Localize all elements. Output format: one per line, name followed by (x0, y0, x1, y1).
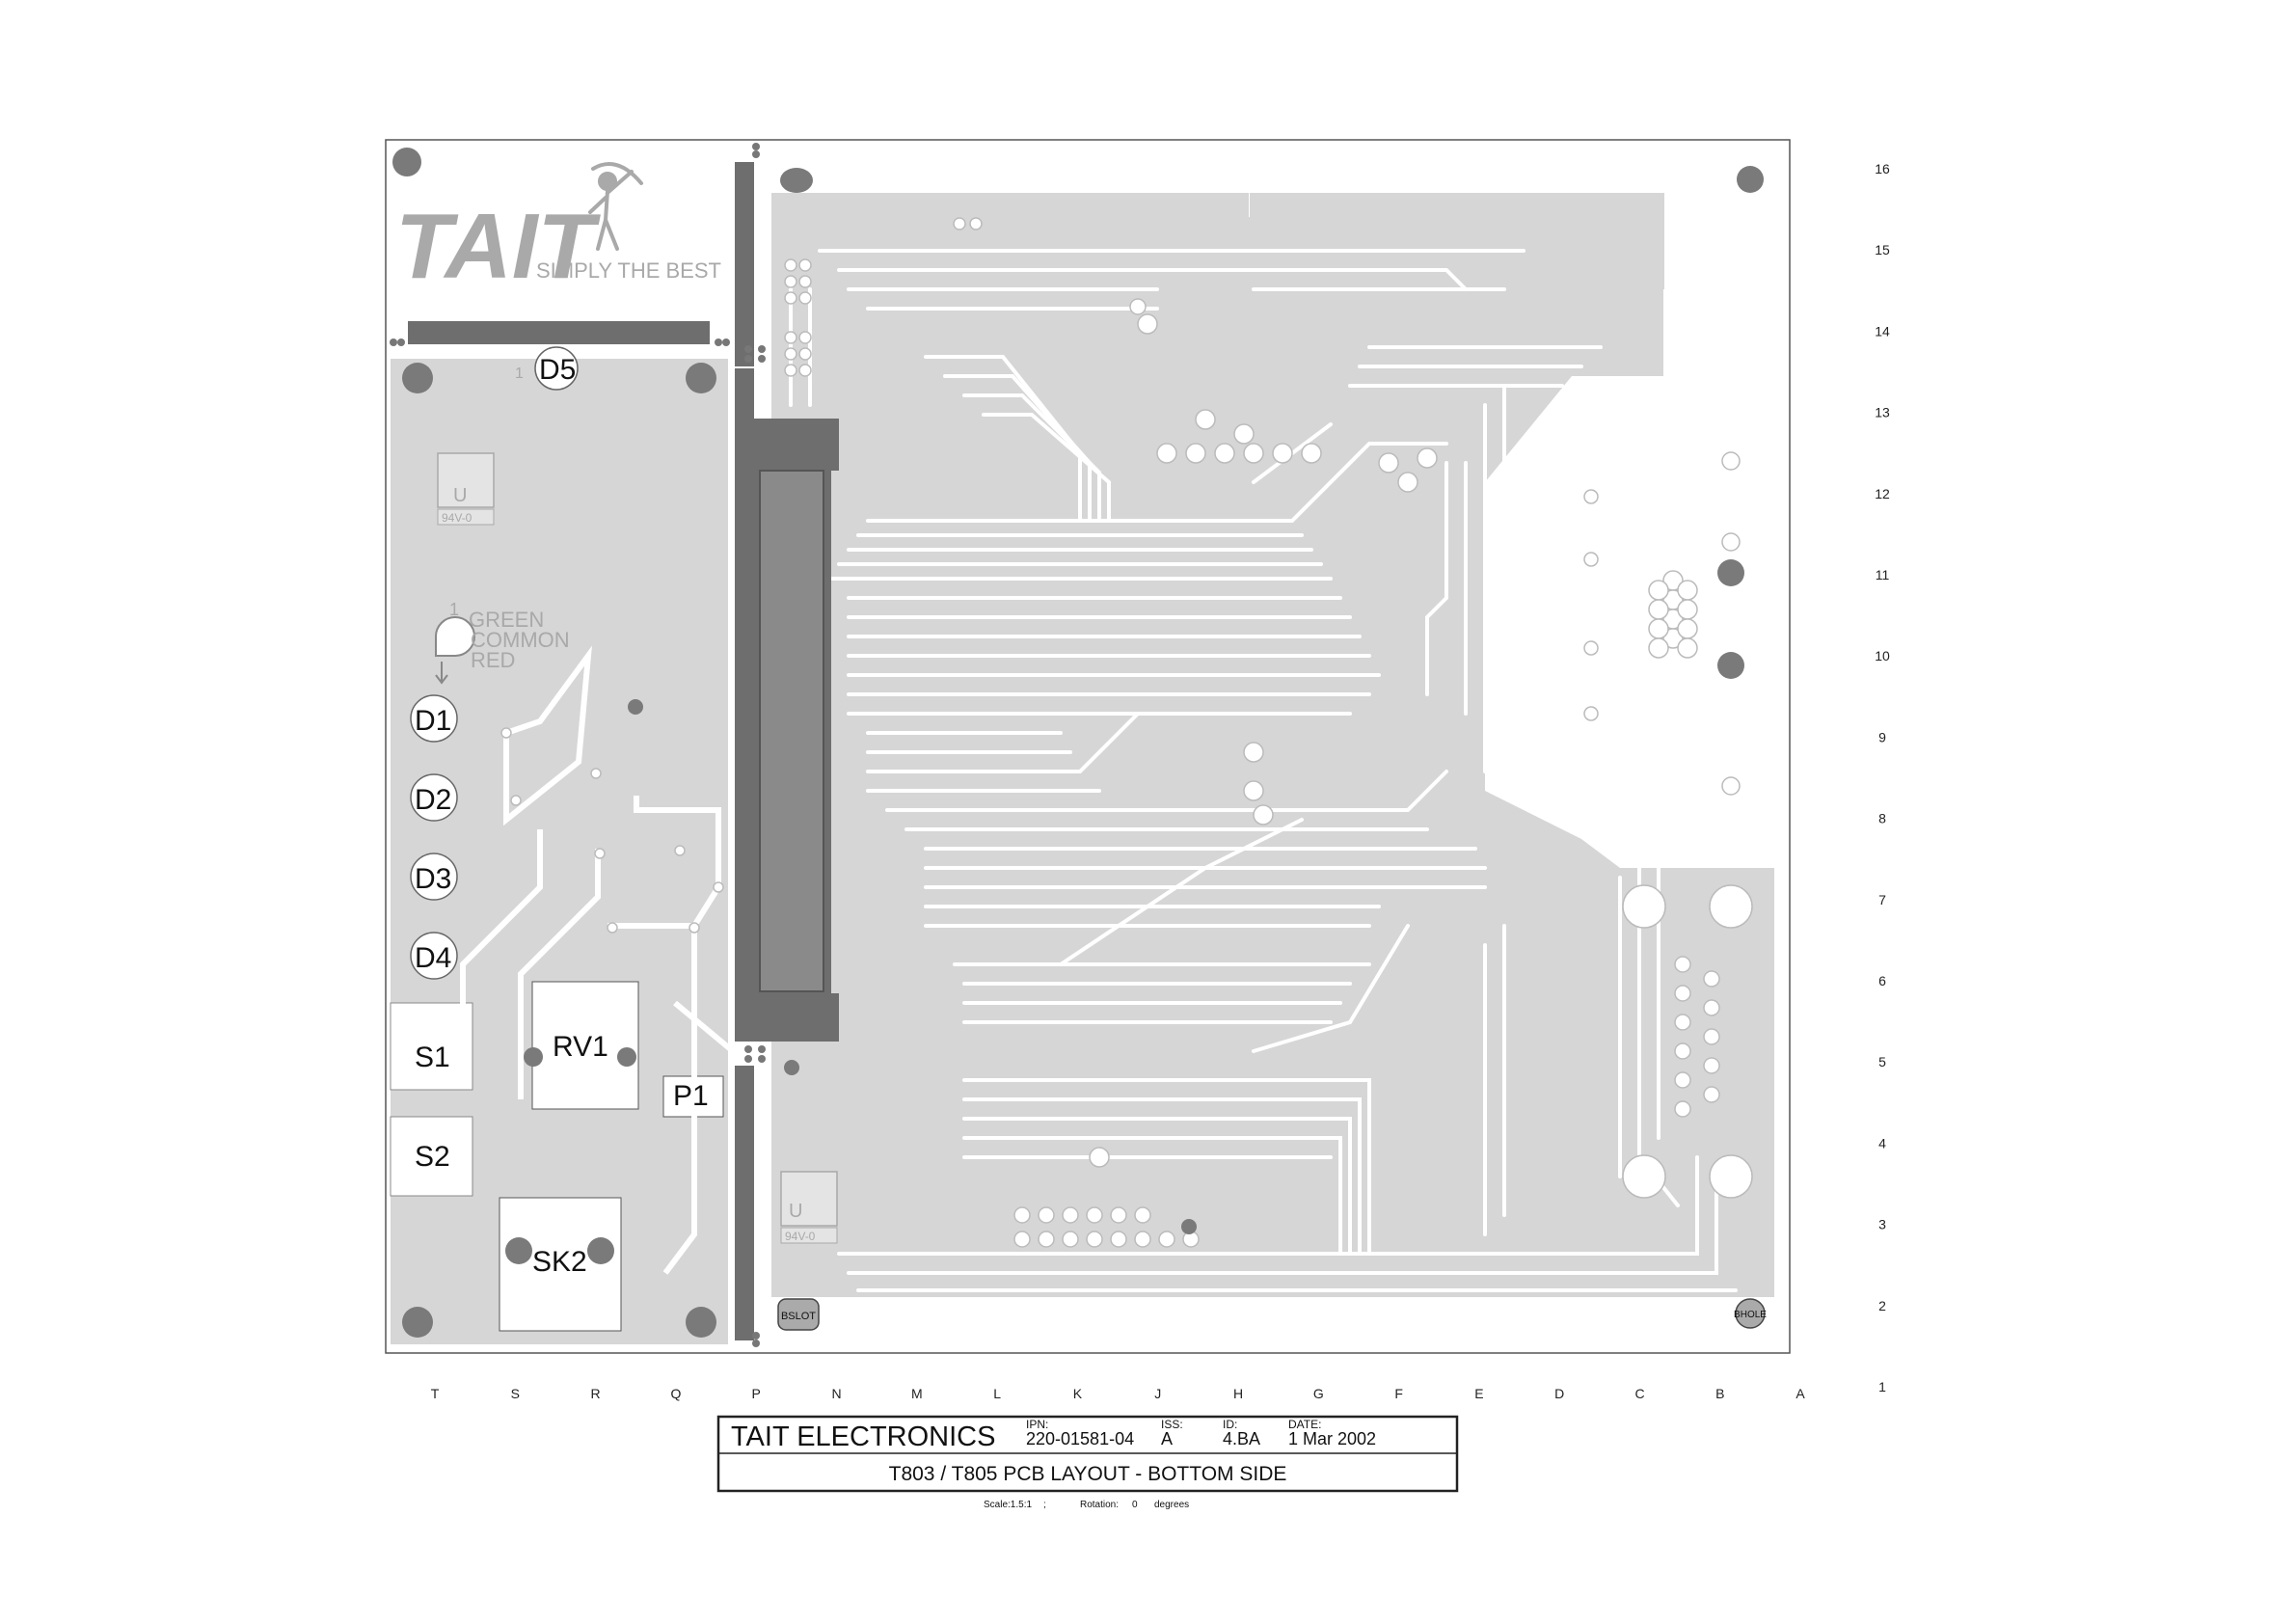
company-name: TAIT ELECTRONICS (731, 1421, 995, 1452)
grid-column-label: Q (670, 1386, 681, 1401)
grid-row-label: 10 (1875, 648, 1890, 663)
grid-column-label: D (1554, 1386, 1564, 1401)
plot-footer: Scale:1.5:1 ; Rotation: 0 degrees (984, 1500, 1189, 1510)
ipn-label: IPN: (1026, 1418, 1048, 1431)
mounting-holes (392, 148, 1764, 1338)
grid-column-label: T (431, 1386, 440, 1401)
grid-row-label: 15 (1875, 242, 1890, 257)
grid-row-label: 7 (1878, 892, 1886, 907)
grid-row-label: 2 (1878, 1298, 1886, 1313)
pin-one-marker: 1 (515, 365, 524, 382)
ipn-value: 220-01581-04 (1026, 1429, 1134, 1448)
header-connector (390, 321, 730, 346)
rating-text: 94V-0 (785, 1230, 816, 1243)
id-value: 4.BA (1223, 1429, 1260, 1448)
rating-text: 94V-0 (442, 511, 472, 525)
grid-row-label: 3 (1878, 1217, 1886, 1232)
component-d4: D4 (410, 932, 458, 980)
iss-label: ISS: (1161, 1418, 1183, 1431)
component-rv1-label: RV1 (553, 1031, 608, 1063)
scale-text: Scale:1.5:1 (984, 1500, 1032, 1510)
component-d2: D2 (410, 773, 458, 822)
rotation-value: 0 (1132, 1500, 1138, 1510)
ul-mark-top: U 94V-0 (437, 452, 495, 526)
led-legend-green: GREEN (469, 608, 544, 632)
hole-marker: BHOLE (1734, 1298, 1767, 1329)
component-label: D1 (415, 705, 451, 737)
grid-column-label: E (1474, 1386, 1483, 1401)
iss-value: A (1161, 1429, 1173, 1448)
ul-mark-text: U (789, 1201, 802, 1222)
grid-column-label: F (1394, 1386, 1403, 1401)
id-label: ID: (1223, 1418, 1237, 1431)
grid-row-label: 5 (1878, 1054, 1886, 1069)
grid-column-label: M (911, 1386, 923, 1401)
grid-column-label: G (1313, 1386, 1324, 1401)
grid-row-labels: 16 15 14 13 12 11 10 9 8 7 6 5 4 3 2 1 (1875, 161, 1890, 1394)
slot-label: BSLOT (781, 1311, 816, 1322)
grid-row-label: 9 (1878, 729, 1886, 744)
rotation-unit: degrees (1154, 1500, 1189, 1510)
grid-column-label: A (1796, 1386, 1805, 1401)
led-legend-red: RED (471, 648, 515, 672)
component-label: D2 (415, 784, 451, 816)
grid-column-label: B (1715, 1386, 1724, 1401)
grid-column-label: P (752, 1386, 761, 1401)
logo-text: TAIT (395, 195, 602, 298)
grid-column-label: H (1233, 1386, 1243, 1401)
date-label: DATE: (1288, 1418, 1321, 1431)
footer-separator: ; (1043, 1500, 1046, 1510)
component-d1: D1 (410, 694, 458, 743)
slot-marker: BSLOT (777, 1298, 820, 1331)
grid-row-label: 11 (1876, 567, 1890, 582)
trace-network (789, 249, 1738, 1292)
drawing-title: T803 / T805 PCB LAYOUT - BOTTOM SIDE (889, 1463, 1287, 1485)
grid-row-label: 8 (1878, 811, 1886, 826)
grid-column-label: C (1634, 1386, 1644, 1401)
component-s1-label: S1 (415, 1042, 450, 1073)
led-legend: 1 GREEN COMMON RED (435, 600, 570, 685)
via-field (500, 217, 1753, 1248)
slogan: SIMPLY THE BEST (536, 258, 721, 283)
hole-label: BHOLE (1734, 1310, 1767, 1320)
rotation-label: Rotation: (1080, 1500, 1119, 1510)
component-label: D4 (415, 942, 451, 974)
grid-row-label: 1 (1878, 1379, 1886, 1394)
component-label: D3 (415, 863, 451, 895)
component-label: D5 (539, 354, 576, 386)
led-legend-common: COMMON (471, 628, 570, 652)
grid-row-label: 13 (1875, 405, 1890, 420)
main-connector (735, 143, 839, 1347)
grid-row-label: 14 (1875, 323, 1890, 338)
pin-one-marker: 1 (449, 600, 459, 619)
grid-column-label: R (591, 1386, 601, 1401)
title-block: TAIT ELECTRONICS IPN: 220-01581-04 ISS: … (716, 1415, 1459, 1493)
ul-mark-bottom: U 94V-0 (780, 1171, 838, 1244)
grid-column-label: J (1154, 1386, 1161, 1401)
tait-logo: TAIT SIMPLY THE BEST (395, 162, 721, 298)
grid-row-label: 6 (1878, 973, 1886, 988)
component-sk2-label: SK2 (532, 1246, 587, 1278)
component-s2-label: S2 (415, 1141, 450, 1173)
grid-column-label: N (831, 1386, 841, 1401)
grid-column-label: S (511, 1386, 520, 1401)
component-d3: D3 (410, 853, 458, 901)
grid-column-label: K (1073, 1386, 1083, 1401)
ul-mark-text: U (453, 485, 467, 506)
component-p1-label: P1 (673, 1080, 709, 1112)
grid-row-label: 12 (1875, 486, 1890, 501)
grid-row-label: 4 (1878, 1135, 1886, 1150)
grid-row-label: 16 (1875, 161, 1890, 176)
date-value: 1 Mar 2002 (1288, 1429, 1376, 1448)
grid-column-label: L (993, 1386, 1001, 1401)
figure-icon (588, 162, 643, 251)
component-d5: 1 D5 (515, 346, 579, 391)
